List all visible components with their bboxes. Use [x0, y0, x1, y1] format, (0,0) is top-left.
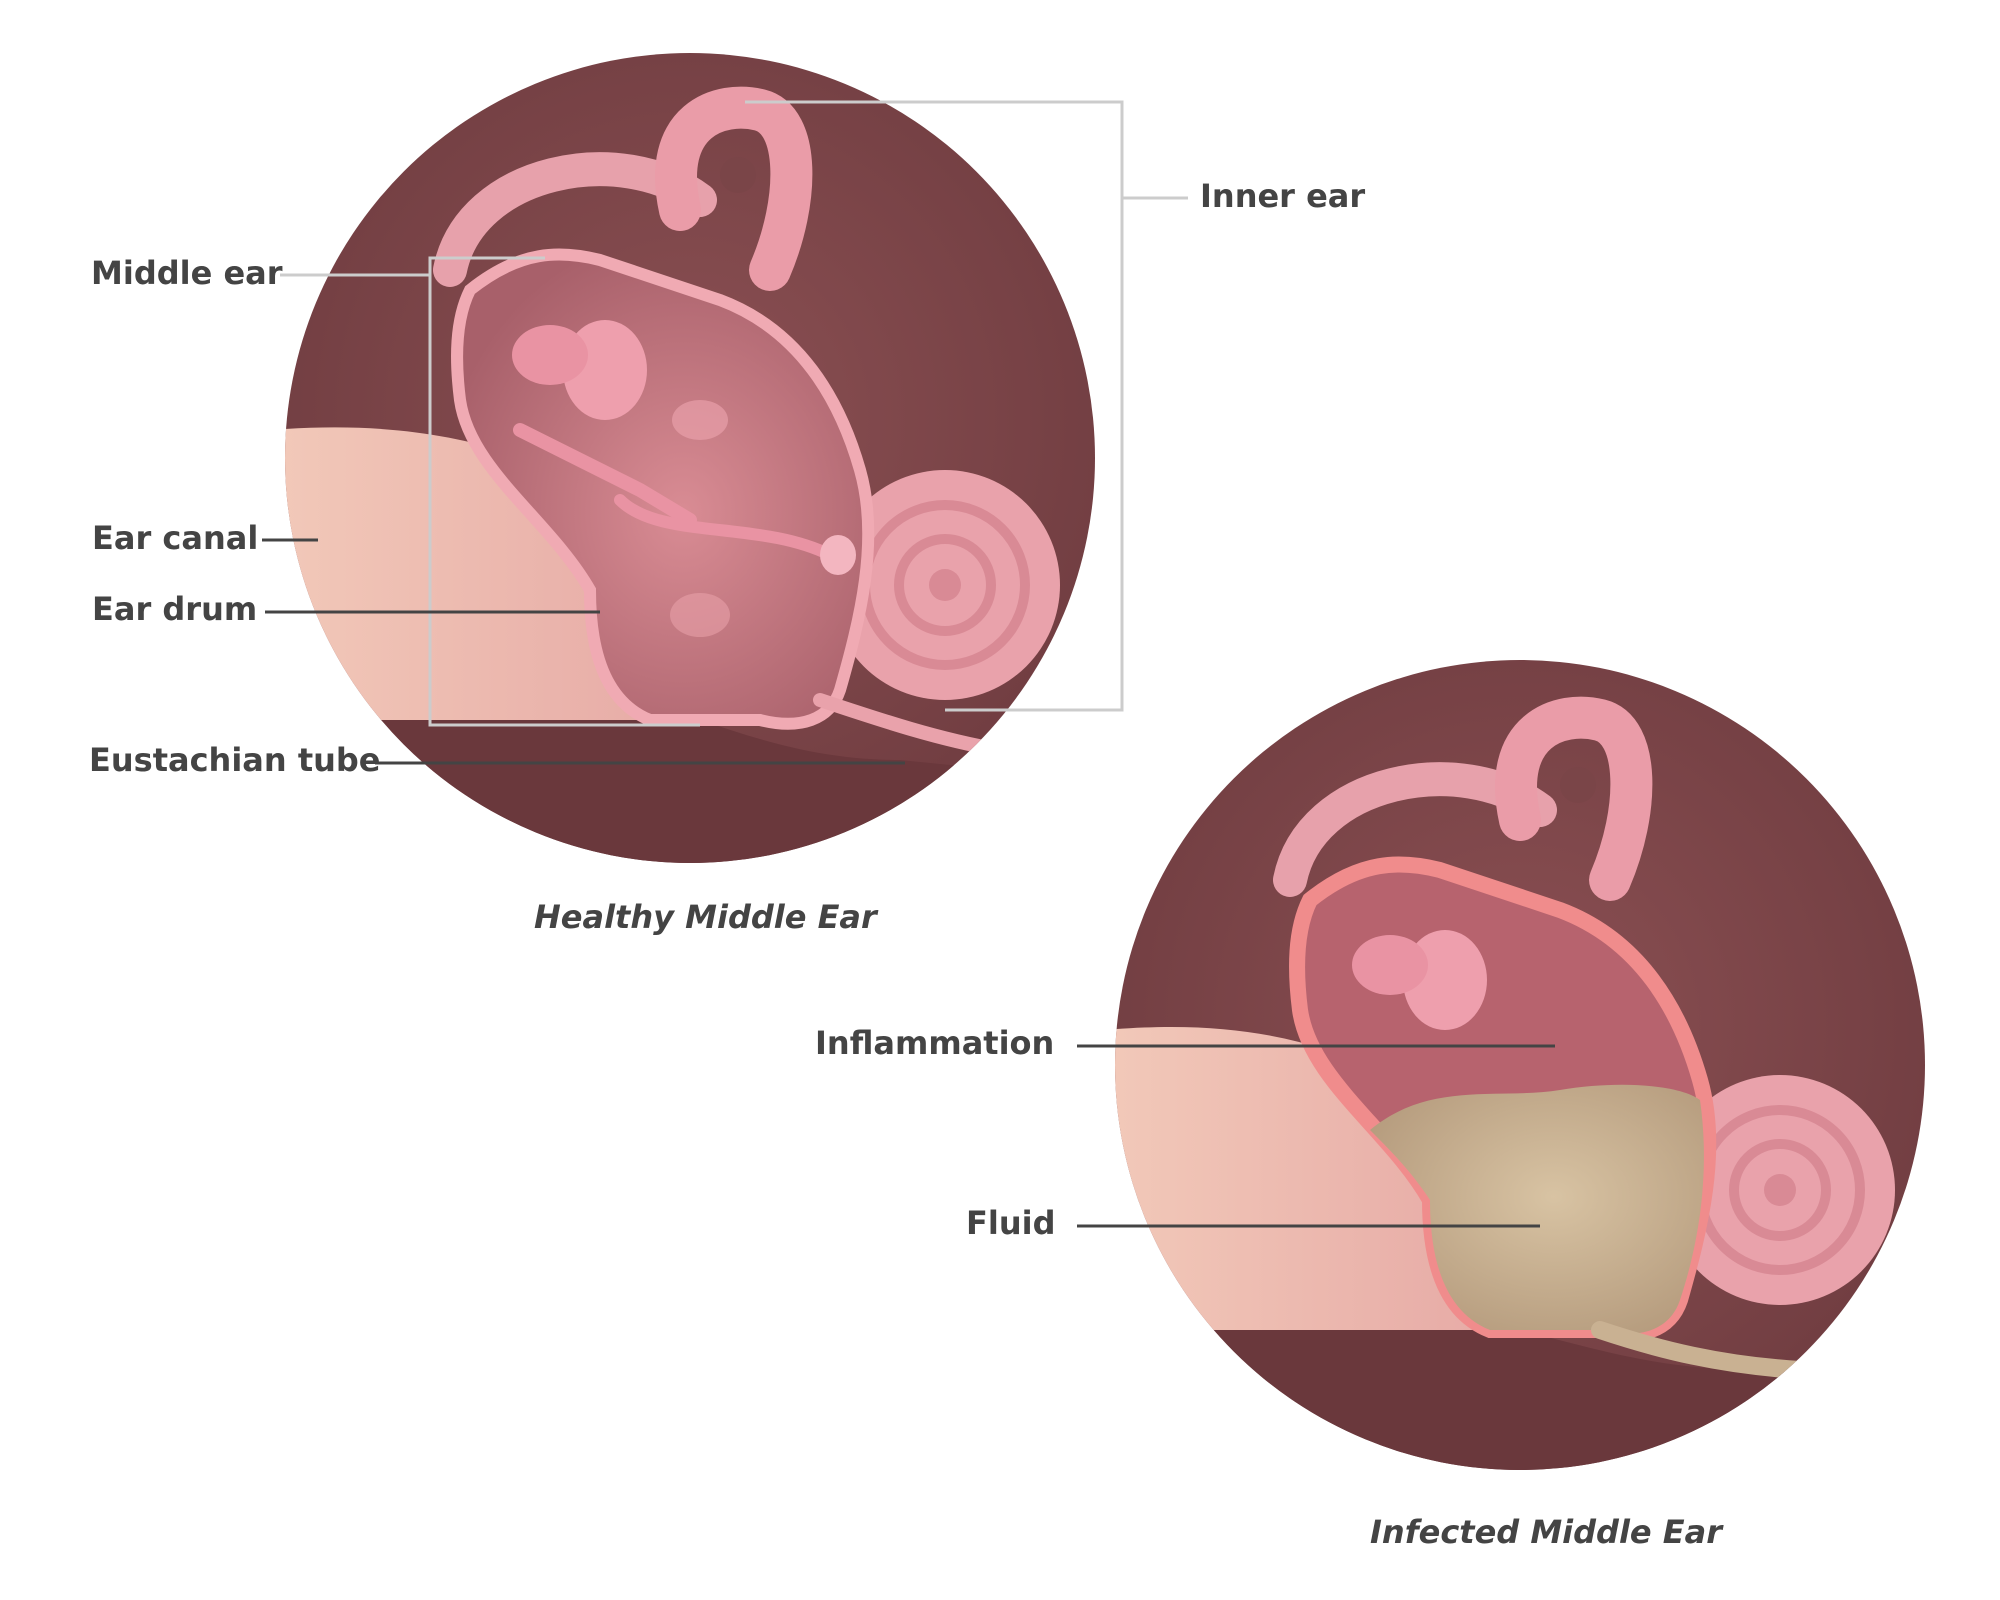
caption-infected-middle-ear: Infected Middle Ear [1370, 1513, 1722, 1551]
label-middle-ear: Middle ear [91, 254, 283, 292]
label-ear-canal: Ear canal [92, 519, 259, 557]
label-inflammation: Inflammation [815, 1024, 1055, 1062]
label-ear-drum: Ear drum [92, 590, 258, 628]
caption-healthy-middle-ear: Healthy Middle Ear [534, 898, 877, 936]
infected-ear-illustration [1115, 660, 1925, 1470]
label-eustachian-tube: Eustachian tube [89, 741, 381, 779]
label-fluid: Fluid [966, 1204, 1056, 1242]
healthy-ear-illustration [285, 53, 1095, 863]
healthy-leader-lines [262, 100, 1188, 765]
label-inner-ear: Inner ear [1200, 177, 1366, 215]
infected-leader-lines [1077, 1044, 1555, 1228]
